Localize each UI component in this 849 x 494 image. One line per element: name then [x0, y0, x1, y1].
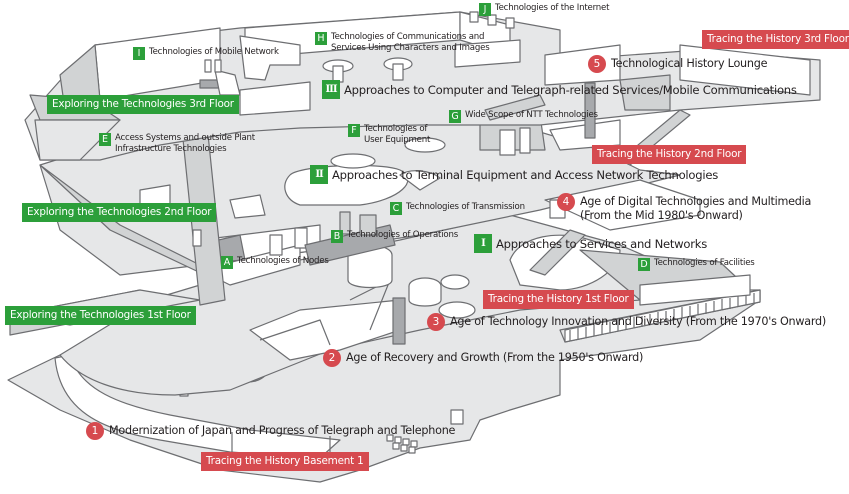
zone-label: Technologies of Transmission	[406, 202, 525, 212]
exploring-technologies-1st-floor-link[interactable]: Exploring the Technologies 1st Floor	[5, 306, 196, 325]
zone-badge: C	[390, 202, 402, 215]
era-4-digital-multimedia[interactable]: 4 Age of Digital Technologies and Multim…	[557, 193, 811, 223]
approach-badge: I	[474, 234, 492, 253]
era-label: Age of Technology Innovation and Diversi…	[450, 315, 826, 328]
approach-I-services-networks[interactable]: I Approaches to Services and Networks	[474, 234, 707, 253]
zone-badge: J	[479, 3, 491, 16]
zone-badge: E	[99, 133, 111, 146]
zone-badge: H	[315, 32, 327, 45]
zone-badge: B	[331, 230, 343, 243]
zone-badge: I	[133, 47, 145, 60]
zone-label-line: Technologies of	[364, 124, 428, 134]
zone-D-facilities[interactable]: D Technologies of Facilities	[638, 258, 755, 271]
zone-C-transmission[interactable]: C Technologies of Transmission	[390, 202, 525, 215]
tracing-history-2nd-floor-link[interactable]: Tracing the History 2nd Floor	[592, 145, 747, 164]
zone-label: Wide Scope of NTT Technologies	[465, 110, 598, 120]
exploring-technologies-3rd-floor-link[interactable]: Exploring the Technologies 3rd Floor	[47, 95, 239, 114]
zone-G-ntt-technologies[interactable]: G Wide Scope of NTT Technologies	[449, 110, 598, 123]
zone-label: Technologies of the Internet	[495, 3, 610, 13]
zone-H-communications-services[interactable]: H Technologies of Communications and Ser…	[315, 32, 490, 54]
tracing-history-3rd-floor-link[interactable]: Tracing the History 3rd Floor	[702, 30, 849, 49]
tracing-history-basement-1-link[interactable]: Tracing the History Basement 1	[201, 452, 369, 471]
zone-badge: A	[221, 256, 233, 269]
era-label-line: Age of Digital Technologies and Multimed…	[580, 195, 812, 208]
zone-badge: D	[638, 258, 650, 271]
zone-label: Technologies of User Equipment	[364, 124, 430, 146]
approach-II-terminal-equipment[interactable]: II Approaches to Terminal Equipment and …	[310, 165, 718, 184]
era-label: Age of Recovery and Growth (From the 195…	[346, 351, 644, 364]
zone-label-line: Infrastructure Technologies	[115, 144, 227, 154]
zone-E-access-systems[interactable]: E Access Systems and outside Plant Infra…	[99, 133, 255, 155]
zone-F-user-equipment[interactable]: F Technologies of User Equipment	[348, 124, 430, 146]
zone-B-operations[interactable]: B Technologies of Operations	[331, 230, 458, 243]
era-badge: 5	[588, 55, 606, 73]
zone-label-line: User Equipment	[364, 135, 431, 145]
zone-label: Technologies of Facilities	[654, 258, 755, 268]
era-badge: 4	[557, 193, 575, 211]
era-badge: 2	[323, 349, 341, 367]
seating	[386, 409, 464, 454]
zone-label-line: Access Systems and outside Plant	[115, 133, 255, 143]
approach-III-computer-telegraph[interactable]: III Approaches to Computer and Telegraph…	[322, 80, 797, 99]
zone-label: Technologies of Nodes	[237, 256, 329, 266]
approach-label: Approaches to Computer and Telegraph-rel…	[344, 82, 797, 97]
era-5-history-lounge[interactable]: 5 Technological History Lounge	[588, 55, 767, 73]
zone-label: Access Systems and outside Plant Infrast…	[115, 133, 255, 155]
zone-label-line: Technologies of Communications and	[331, 32, 485, 42]
zone-A-nodes[interactable]: A Technologies of Nodes	[221, 256, 329, 269]
zone-label: Technologies of Communications and Servi…	[331, 32, 490, 54]
era-1-modernization-japan[interactable]: 1 Modernization of Japan and Progress of…	[86, 422, 455, 440]
era-3-innovation-diversity[interactable]: 3 Age of Technology Innovation and Diver…	[427, 313, 826, 331]
era-badge: 3	[427, 313, 445, 331]
zone-label-line: Services Using Characters and Images	[331, 43, 490, 53]
approach-label: Approaches to Services and Networks	[496, 236, 708, 251]
approach-badge: II	[310, 165, 328, 184]
zone-label: Technologies of Mobile Network	[149, 47, 279, 57]
approach-badge: III	[322, 80, 340, 99]
era-badge: 1	[86, 422, 104, 440]
approach-label: Approaches to Terminal Equipment and Acc…	[332, 167, 719, 182]
era-2-recovery-growth[interactable]: 2 Age of Recovery and Growth (From the 1…	[323, 349, 643, 367]
zone-badge: G	[449, 110, 461, 123]
zone-J-internet[interactable]: J Technologies of the Internet	[479, 3, 610, 16]
era-label: Age of Digital Technologies and Multimed…	[580, 193, 811, 223]
zone-I-mobile-network[interactable]: I Technologies of Mobile Network	[133, 47, 279, 60]
era-label: Technological History Lounge	[611, 57, 768, 70]
tracing-history-1st-floor-link[interactable]: Tracing the History 1st Floor	[483, 290, 634, 309]
era-label: Modernization of Japan and Progress of T…	[109, 424, 456, 437]
era-label-line: (From the Mid 1980's Onward)	[580, 209, 743, 222]
zone-badge: F	[348, 124, 360, 137]
zone-label: Technologies of Operations	[347, 230, 458, 240]
exploring-technologies-2nd-floor-link[interactable]: Exploring the Technologies 2nd Floor	[22, 203, 217, 222]
railing	[569, 293, 755, 341]
